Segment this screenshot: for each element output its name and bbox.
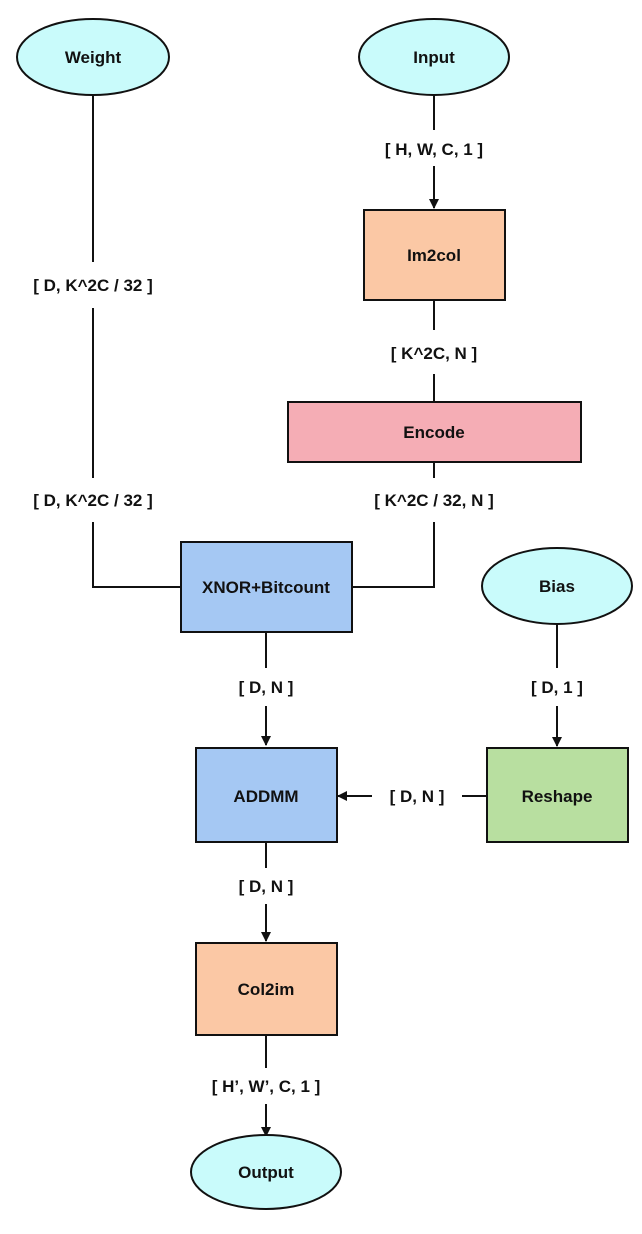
edge-label-bias-reshape: [ D, 1 ]	[531, 678, 583, 697]
node-addmm: ADDMM	[195, 747, 338, 843]
node-encode: Encode	[287, 401, 582, 463]
edge-label-im2col-encode: [ K^2C, N ]	[391, 344, 477, 363]
node-weight-shape	[16, 18, 170, 96]
node-addmm-shape	[195, 747, 338, 843]
node-col2im-label: Col2im	[238, 980, 295, 999]
node-col2im: Col2im	[195, 942, 338, 1036]
node-im2col-shape	[363, 209, 506, 301]
node-addmm-label: ADDMM	[233, 787, 298, 806]
edge-label-weight-top: [ D, K^2C / 32 ]	[33, 276, 153, 295]
edge-label-col2im-output: [ H’, W’, C, 1 ]	[212, 1077, 321, 1096]
node-input-shape	[358, 18, 510, 96]
node-im2col-label: Im2col	[407, 246, 461, 265]
node-weight: Weight	[16, 18, 170, 96]
edge-label-encode-xnor: [ K^2C / 32, N ]	[374, 491, 494, 510]
node-xnor-bitcount-label: XNOR+Bitcount	[202, 578, 330, 597]
node-bias: Bias	[481, 547, 633, 625]
edge-label-input-im2col: [ H, W, C, 1 ]	[385, 140, 483, 159]
edge-encode-to-xnor	[352, 522, 435, 588]
node-bias-shape	[481, 547, 633, 625]
node-weight-label: Weight	[65, 48, 122, 67]
edge-label-weight-bottom: [ D, K^2C / 32 ]	[33, 491, 153, 510]
edge-label-xnor-addmm: [ D, N ]	[239, 678, 294, 697]
node-input: Input	[358, 18, 510, 96]
edge-label-reshape-addmm: [ D, N ]	[390, 787, 445, 806]
node-im2col: Im2col	[363, 209, 506, 301]
node-col2im-shape	[195, 942, 338, 1036]
node-output-shape	[190, 1134, 342, 1210]
edge-label-addmm-col2im: [ D, N ]	[239, 877, 294, 896]
node-xnor-bitcount-shape	[180, 541, 353, 633]
node-output: Output	[190, 1134, 342, 1210]
node-input-label: Input	[413, 48, 455, 67]
node-reshape-shape	[486, 747, 629, 843]
node-encode-label: Encode	[403, 423, 464, 442]
node-output-label: Output	[238, 1163, 294, 1182]
edge-weight-to-xnor	[92, 522, 181, 588]
node-reshape-label: Reshape	[522, 787, 593, 806]
node-reshape: Reshape	[486, 747, 629, 843]
node-encode-shape	[287, 401, 582, 463]
node-bias-label: Bias	[539, 577, 575, 596]
node-xnor-bitcount: XNOR+Bitcount	[180, 541, 353, 633]
